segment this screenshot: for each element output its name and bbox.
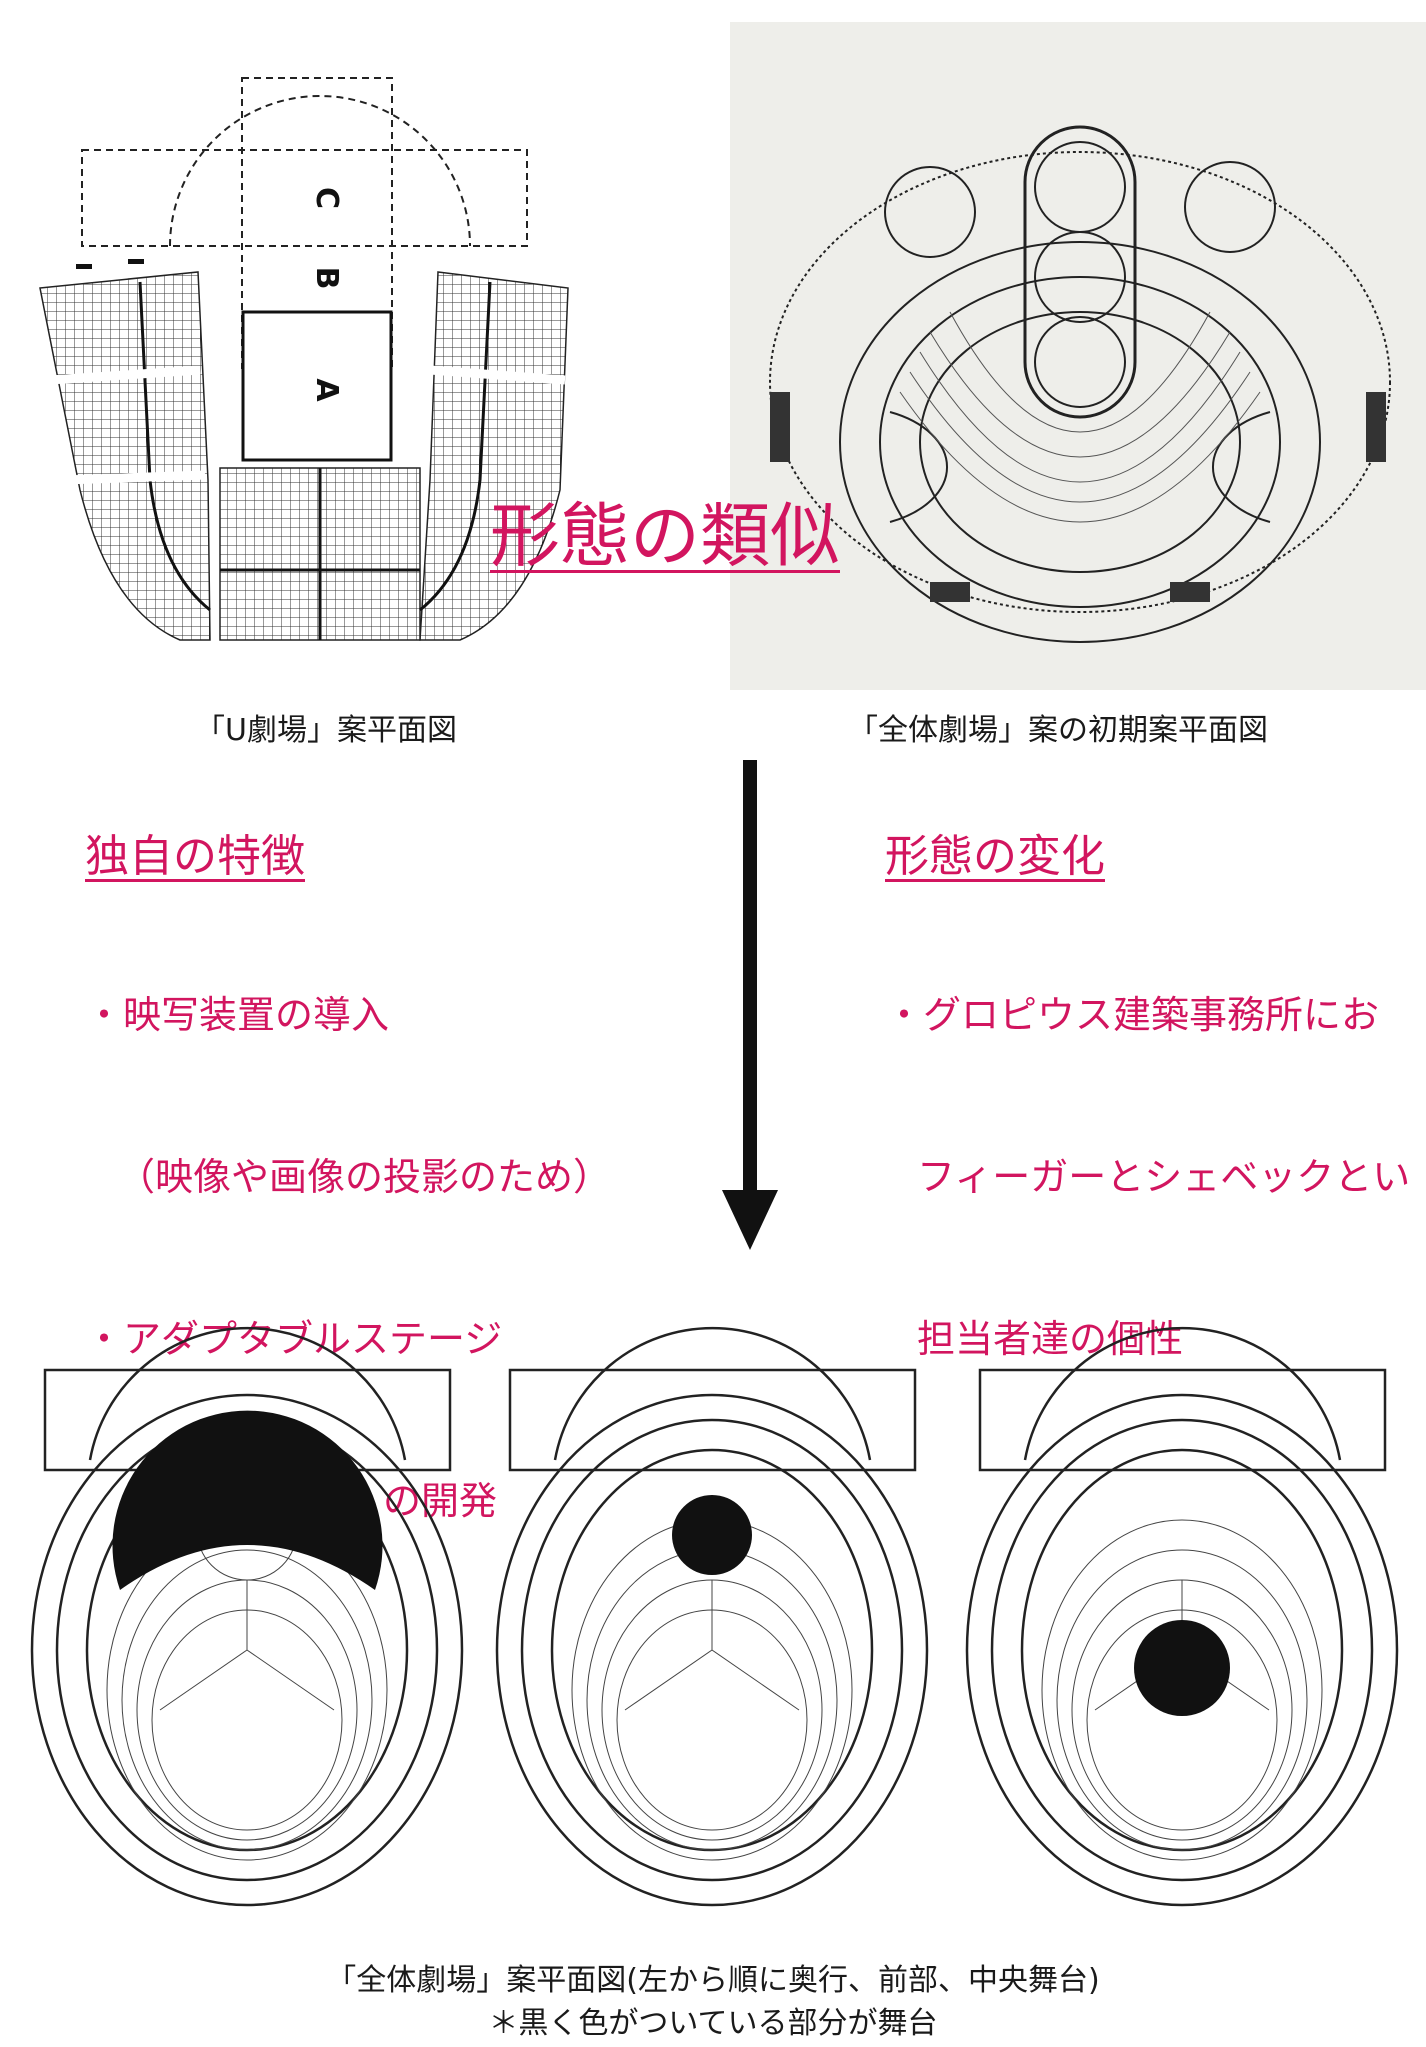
bottom-caption-line1: 「全体劇場」案平面図(左から順に奥行、前部、中央舞台) [326,1963,1100,1998]
stage-label-b: B [309,267,344,290]
total-theater-plan-deep-stage [30,1327,464,1907]
list-item: 担当者達の個性 [917,1317,1184,1361]
unique-features-heading: 独自の特徴 [85,831,305,882]
black-stage-shape [672,1495,752,1575]
list-item: ・映写装置の導入 [85,993,390,1037]
stage-label-c: C [309,187,344,209]
total-theater-plan-center-stage [965,1327,1399,1907]
total-theater-plan-front-stage [495,1327,929,1907]
list-item: ・アダプタブルステージ [85,1317,503,1361]
bottom-caption-line2: ＊黒く色がついている部分が舞台 [488,2006,938,2041]
stage-label-a: A [309,378,344,402]
list-item: （映像や画像の投影のため） [117,1155,612,1199]
early-total-theater-sketch [730,22,1426,690]
form-similarity-heading: 形態の類似 [490,495,840,577]
black-stage-shape [112,1410,383,1590]
form-change-list: ・グロピウス建築事務所にお フィーガーとシェベックとい 担当者達の個性 [885,880,1426,1420]
list-item: ・グロピウス建築事務所にお [885,993,1380,1037]
form-change-heading: 形態の変化 [885,831,1105,882]
early-total-theater-caption: 「全体劇場」案の初期案平面図 [848,713,1268,748]
down-arrow [722,760,778,1250]
u-theater-caption: 「U劇場」案平面図 [195,713,457,748]
black-stage-shape [1134,1620,1230,1716]
u-theater-plan: A B C [39,77,569,641]
list-item: フィーガーとシェベックとい [917,1155,1411,1199]
